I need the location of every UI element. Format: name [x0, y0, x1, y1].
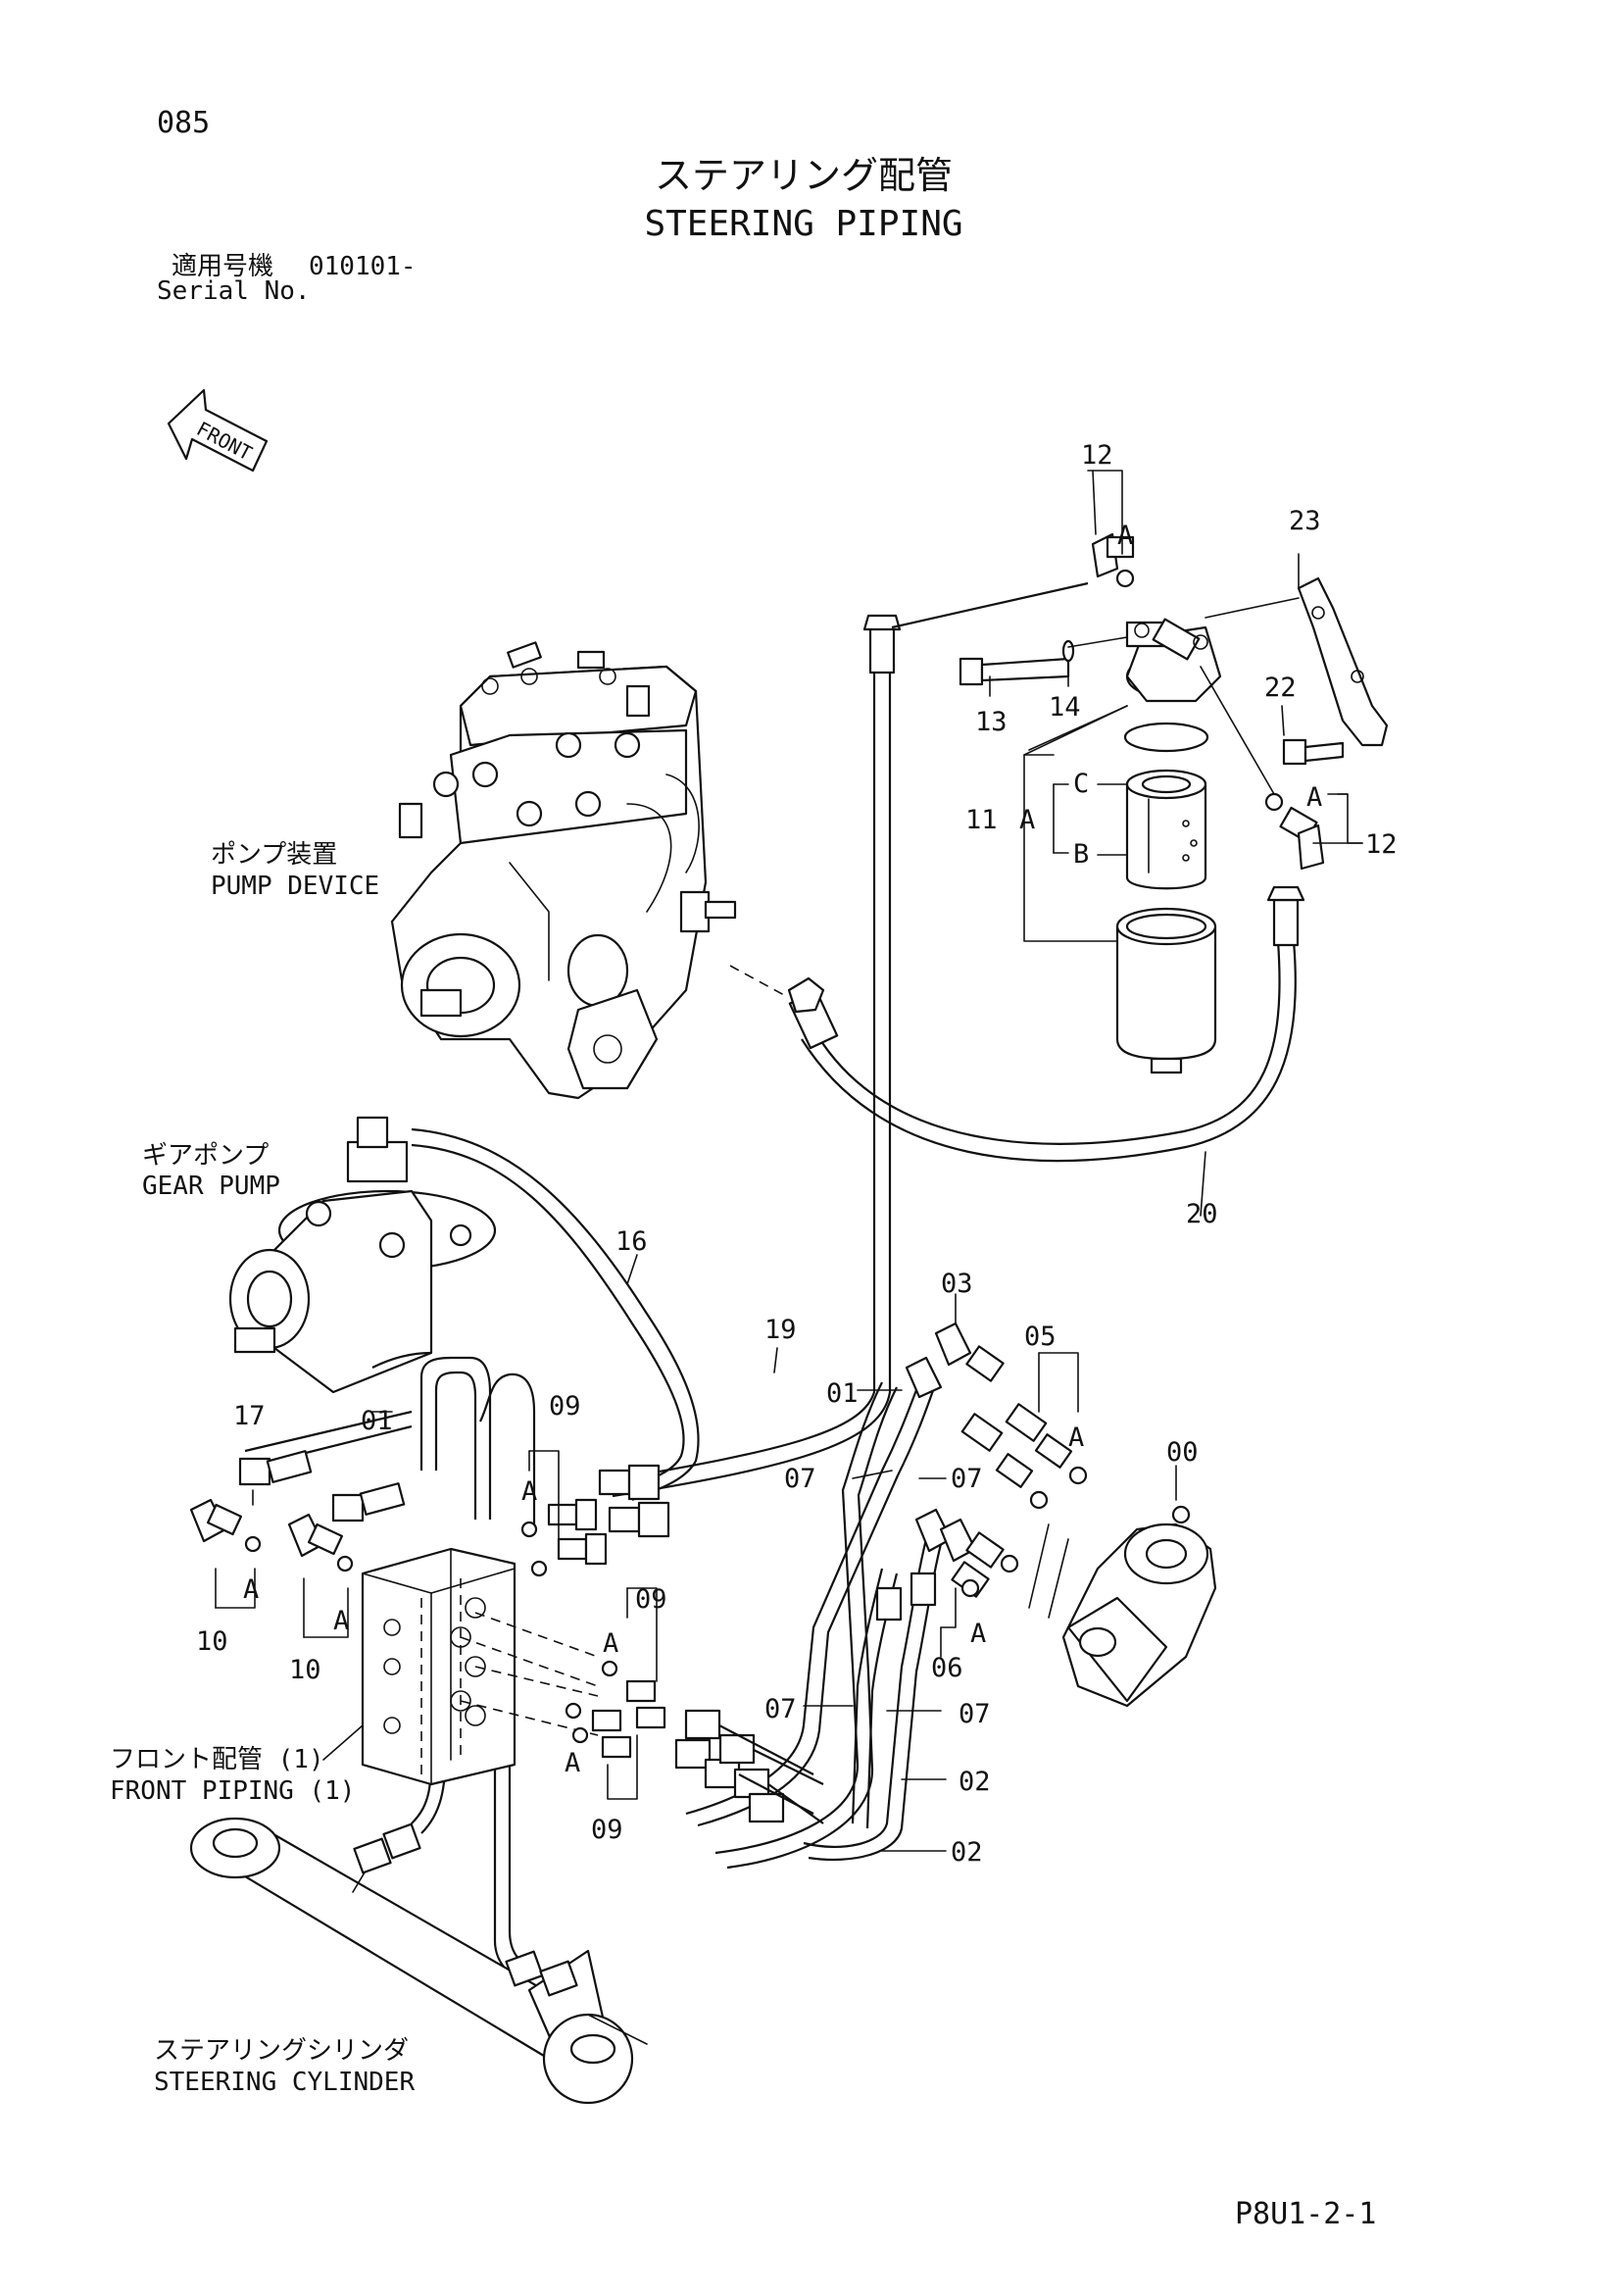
gear-pump — [228, 1116, 497, 1394]
callout-02-a: 02 — [959, 1767, 991, 1797]
serial-label-japanese: 適用号機 — [172, 252, 273, 281]
callout-01-a: 01 — [361, 1406, 393, 1436]
valve-tubes — [685, 1376, 943, 1870]
callout-01-b: 01 — [826, 1378, 859, 1409]
callout-20: 20 — [1186, 1199, 1218, 1229]
filter-head — [1125, 618, 1222, 703]
fittings-03-05-06 — [875, 1322, 1088, 1622]
pump-device-label-english: PUMP DEVICE — [211, 872, 379, 901]
elbow-fitting-12-top — [1091, 532, 1135, 588]
filter-bowl — [1115, 907, 1217, 1074]
callout-22: 22 — [1264, 673, 1297, 703]
callout-07-a: 07 — [784, 1464, 816, 1494]
marker-a-4: A — [1068, 1423, 1084, 1453]
steering-cylinder-label-english: STEERING CYLINDER — [154, 2068, 415, 2097]
bolt-13 — [959, 657, 1070, 686]
pump-device-label-japanese: ポンプ装置 — [211, 840, 337, 870]
front-label: FRONT — [193, 417, 256, 465]
callout-07-d: 07 — [959, 1699, 991, 1729]
marker-b: B — [1073, 839, 1089, 870]
callout-10-a: 10 — [196, 1626, 228, 1657]
drawing-code: P8U1-2-1 — [1235, 2197, 1377, 2231]
callout-14: 14 — [1049, 692, 1081, 723]
gear-pump-label-japanese: ギアポンプ — [142, 1141, 269, 1171]
callout-06: 06 — [931, 1653, 963, 1683]
front-direction-arrow: FRONT — [167, 388, 269, 473]
front-piping-block — [361, 1547, 599, 1786]
marker-a-1: A — [1117, 521, 1133, 551]
bolt-22 — [1282, 738, 1345, 766]
fittings-09-lower — [565, 1660, 824, 1824]
callout-00: 00 — [1166, 1437, 1199, 1468]
fittings-10-17 — [189, 1450, 406, 1572]
pump-device — [390, 641, 785, 1100]
pressure-line-12 — [862, 581, 1089, 674]
title-japanese: ステアリング配管 — [655, 154, 953, 197]
callout-05: 05 — [1024, 1322, 1057, 1352]
filter-bracket-23 — [1297, 576, 1389, 747]
callout-02-b: 02 — [951, 1837, 983, 1868]
serial-label-english: Serial No. — [157, 276, 311, 306]
marker-a-7: A — [603, 1628, 618, 1659]
front-piping-label-english: FRONT PIPING (1) — [110, 1776, 355, 1806]
callout-09-a: 09 — [549, 1391, 581, 1422]
gear-pump-label-english: GEAR PUMP — [142, 1172, 280, 1201]
hose-19 — [607, 667, 892, 1498]
front-piping-label-japanese: フロント配管 (1) — [110, 1745, 324, 1774]
callout-11: 11 — [965, 805, 998, 835]
callout-07-c: 07 — [764, 1694, 797, 1724]
filter-o-ring — [1123, 722, 1209, 753]
callout-07-b: 07 — [951, 1464, 983, 1494]
title-english: STEERING PIPING — [644, 204, 962, 244]
callout-12-a: 12 — [1081, 440, 1113, 471]
callout-12-b: 12 — [1365, 829, 1398, 860]
hose-20-fittings — [787, 885, 1305, 1050]
filter-element — [1125, 769, 1207, 890]
callout-leaders — [215, 470, 1363, 1852]
callout-10-b: 10 — [289, 1655, 321, 1685]
marker-a-10: A — [333, 1606, 349, 1636]
elbow-fitting-12-right — [1264, 792, 1325, 871]
page-number: 085 — [157, 106, 210, 140]
marker-a-2: A — [1306, 782, 1322, 813]
hose-20 — [801, 940, 1297, 1163]
callout-09-c: 09 — [591, 1815, 623, 1845]
callout-16: 16 — [615, 1226, 648, 1257]
callout-09-b: 09 — [635, 1584, 667, 1615]
marker-a-3: A — [1019, 805, 1035, 835]
callout-13: 13 — [975, 707, 1008, 737]
steering-valve — [1061, 1505, 1217, 1708]
washer-14 — [1061, 639, 1075, 663]
callout-17: 17 — [233, 1401, 266, 1431]
callout-03: 03 — [941, 1269, 973, 1299]
marker-a-6: A — [521, 1476, 537, 1507]
marker-a-9: A — [243, 1574, 259, 1605]
steering-cylinder — [189, 1817, 648, 2105]
marker-a-8: A — [565, 1748, 580, 1778]
marker-a-5: A — [970, 1619, 986, 1649]
callout-19: 19 — [764, 1315, 797, 1345]
marker-c: C — [1073, 769, 1089, 799]
serial-number-value: 010101- — [309, 252, 417, 281]
steering-cylinder-label-japanese: ステアリングシリンダ — [154, 2036, 409, 2066]
hose-16 — [411, 1127, 700, 1502]
callout-23: 23 — [1289, 506, 1321, 536]
fittings-09-upper — [520, 1464, 670, 1577]
